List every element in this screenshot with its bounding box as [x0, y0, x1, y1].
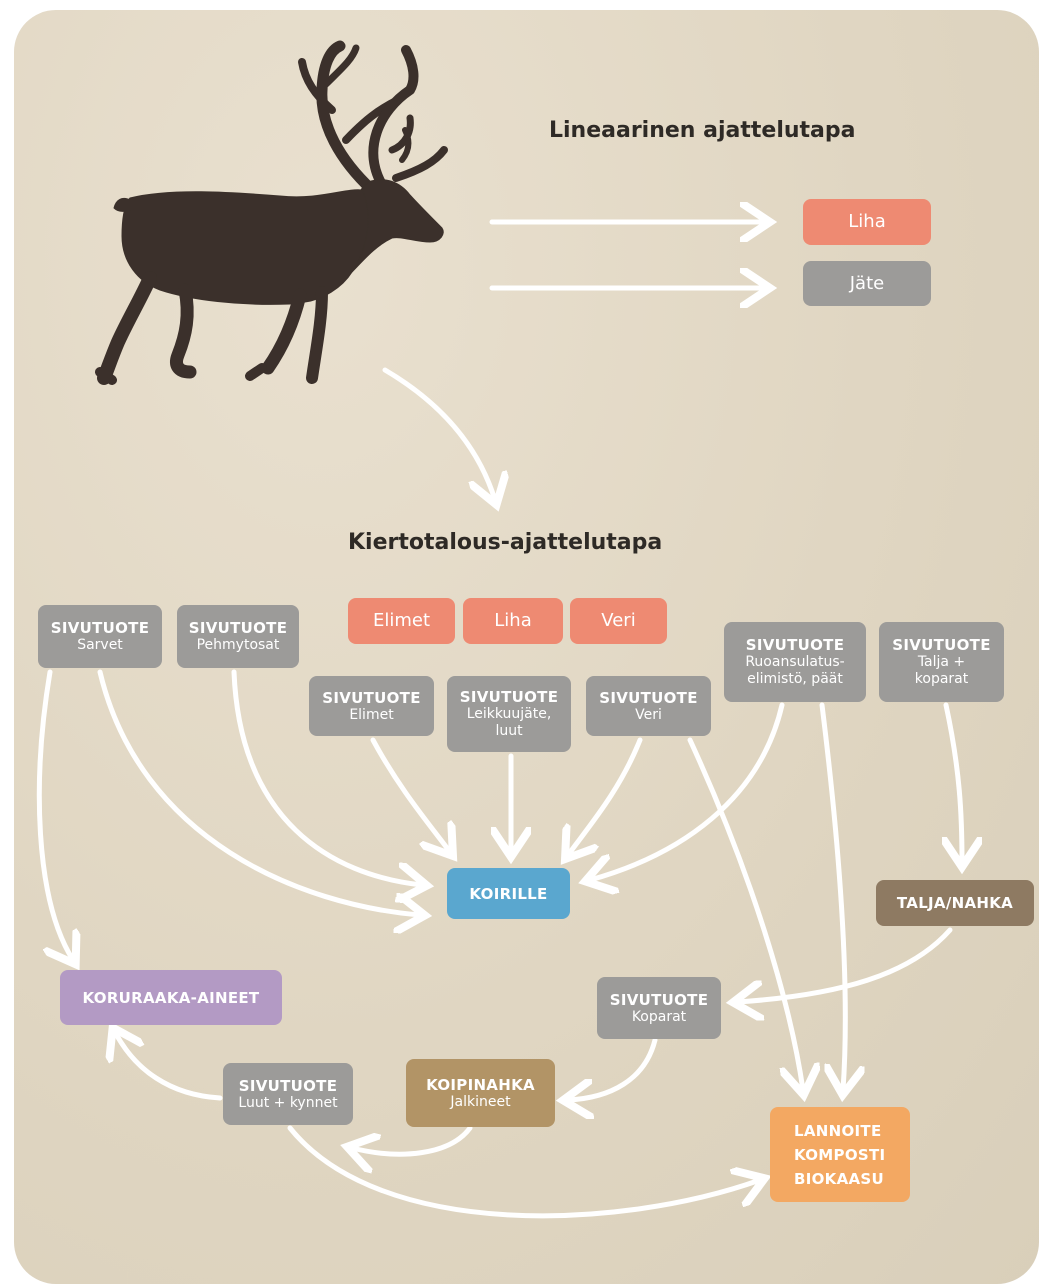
arrow-koipinahka-luut: [352, 1125, 473, 1154]
byproduct-pehmytosat: SIVUTUOTE Pehmytosat: [177, 605, 299, 668]
arrow-taljanahka-koparat: [738, 927, 953, 1002]
arrow-ruoansulatus-koirille: [590, 702, 785, 880]
destination-lannoite-label: LANNOITE: [794, 1121, 882, 1140]
product-elimet: Elimet: [348, 598, 455, 644]
arrow-talja-taljanahka: [946, 702, 962, 862]
linear-product-jate: Jäte: [803, 261, 931, 306]
byproduct-heading: SIVUTUOTE: [238, 1076, 338, 1095]
product-liha-label: Liha: [494, 610, 532, 632]
arrow-koparat-koipinahka: [568, 1037, 658, 1100]
byproduct-leikkuujate: SIVUTUOTE Leikkuujäte, luut: [447, 676, 571, 752]
byproduct-elimet-label: Elimet: [349, 706, 394, 723]
byproduct-ruoansulatus-line2: elimistö, päät: [747, 671, 843, 687]
linear-product-liha: Liha: [803, 199, 931, 245]
arrow-elimet-koirille: [370, 737, 450, 852]
byproduct-talja-line1: Talja +: [917, 654, 966, 671]
arrow-sarvet-koruraaka: [36, 669, 73, 960]
linear-title: Lineaarinen ajattelutapa: [549, 118, 856, 143]
byproduct-heading: SIVUTUOTE: [188, 619, 288, 638]
byproduct-veri-label: Veri: [635, 706, 662, 723]
byproduct-heading: SIVUTUOTE: [745, 636, 845, 655]
destination-koipinahka: KOIPINAHKA Jalkineet: [406, 1059, 555, 1127]
byproduct-leikkuujate-line2: luut: [495, 723, 523, 739]
arrow-veri-lannoite: [687, 737, 803, 1090]
byproduct-heading: SIVUTUOTE: [322, 688, 421, 707]
byproduct-elimet: SIVUTUOTE Elimet: [309, 676, 434, 736]
destination-koipinahka-sub: Jalkineet: [450, 1093, 511, 1110]
arrow-sarvet-koirille: [97, 669, 420, 915]
byproduct-talja: SIVUTUOTE Talja + koparat: [879, 622, 1004, 702]
destination-biokaasu-label: BIOKAASU: [794, 1169, 884, 1188]
byproduct-ruoansulatus-line1: Ruoansulatus-: [745, 654, 845, 671]
destination-koruraaka-aineet: KORURAAKA-AINEET: [60, 970, 282, 1025]
product-veri: Veri: [570, 598, 667, 644]
byproduct-luut-kynnet: SIVUTUOTE Luut + kynnet: [223, 1063, 353, 1125]
byproduct-heading: SIVUTUOTE: [892, 636, 991, 655]
destination-komposti-label: KOMPOSTI: [794, 1145, 886, 1164]
arrow-veri-koirille: [568, 737, 643, 855]
product-veri-label: Veri: [601, 610, 636, 632]
linear-product-liha-label: Liha: [848, 211, 886, 233]
byproduct-ruoansulatus: SIVUTUOTE Ruoansulatus- elimistö, päät: [724, 622, 866, 702]
destination-talja-nahka: TALJA/NAHKA: [876, 880, 1034, 926]
arrow-ruoansulatus-lannoite: [819, 702, 845, 1090]
byproduct-heading: SIVUTUOTE: [459, 688, 559, 707]
byproduct-heading: SIVUTUOTE: [609, 990, 709, 1009]
destination-lannoite: LANNOITE KOMPOSTI BIOKAASU: [770, 1107, 910, 1202]
arrow-pehmytosat-koirille: [231, 669, 422, 885]
byproduct-luut-kynnet-label: Luut + kynnet: [238, 1094, 338, 1111]
byproduct-heading: SIVUTUOTE: [599, 688, 698, 707]
byproduct-veri: SIVUTUOTE Veri: [586, 676, 711, 736]
byproduct-sarvet: SIVUTUOTE Sarvet: [38, 605, 162, 668]
arrow-luut-lannoite: [287, 1125, 760, 1219]
product-liha: Liha: [463, 598, 563, 644]
byproduct-heading: SIVUTUOTE: [50, 619, 150, 638]
byproduct-sarvet-label: Sarvet: [77, 637, 123, 654]
destination-koruraaka-aineet-label: KORURAAKA-AINEET: [82, 988, 260, 1007]
destination-koirille-label: KOIRILLE: [469, 884, 548, 903]
destination-koipinahka-label: KOIPINAHKA: [426, 1075, 535, 1094]
destination-talja-nahka-label: TALJA/NAHKA: [896, 894, 1014, 912]
destination-koirille: KOIRILLE: [447, 868, 570, 919]
byproduct-pehmytosat-label: Pehmytosat: [196, 637, 280, 654]
byproduct-koparat-label: Koparat: [631, 1008, 687, 1025]
circular-title: Kiertotalous-ajattelutapa: [348, 530, 663, 555]
byproduct-koparat: SIVUTUOTE Koparat: [597, 977, 721, 1039]
product-elimet-label: Elimet: [372, 610, 431, 632]
linear-product-jate-label: Jäte: [849, 272, 885, 294]
arrow-to-circular: [382, 367, 495, 500]
byproduct-leikkuujate-line1: Leikkuujäte,: [466, 706, 552, 723]
byproduct-talja-line2: koparat: [914, 671, 969, 687]
arrow-luut-koruraaka: [115, 1032, 223, 1101]
